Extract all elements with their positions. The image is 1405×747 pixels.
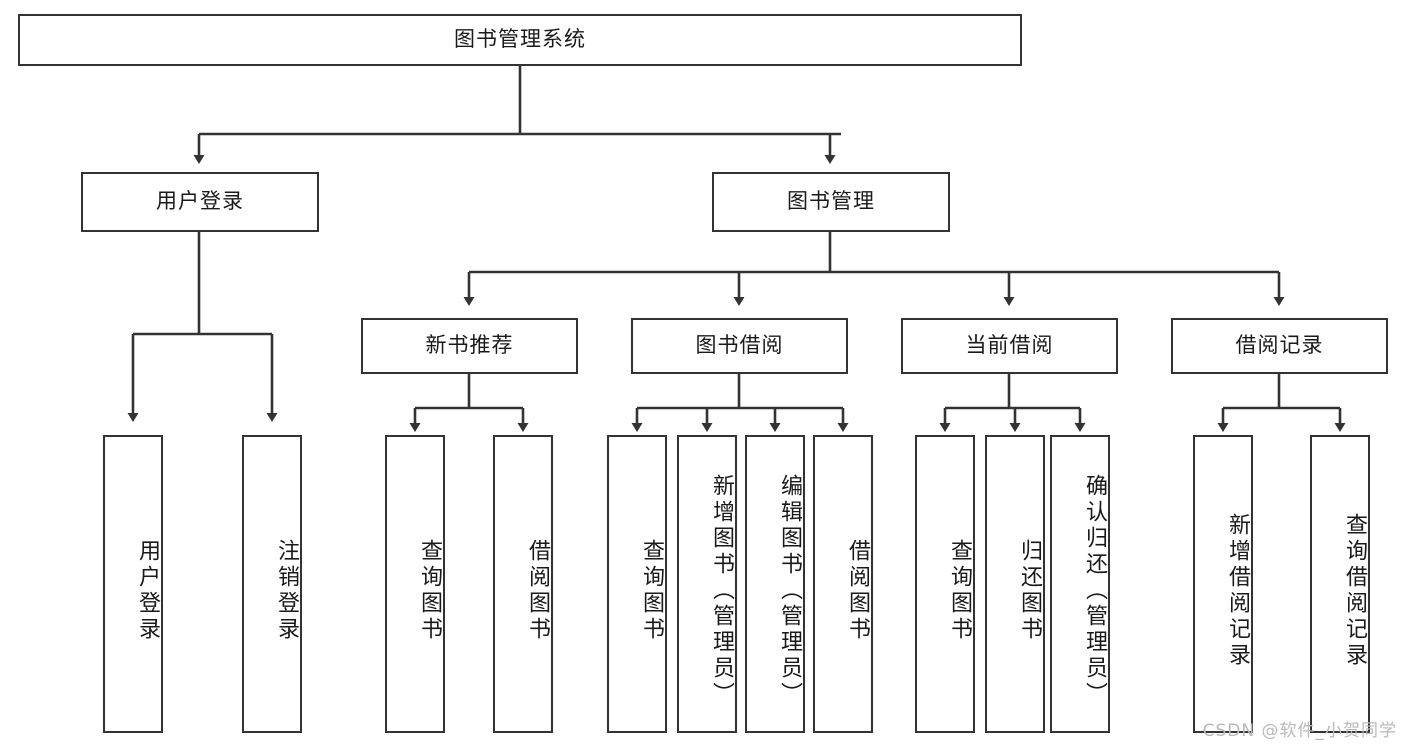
node-book-borrow[interactable]: 图书借阅 [631, 318, 848, 374]
leaf-borrow-book-2[interactable]: 借阅图书 [813, 435, 873, 733]
leaf-user-login-label: 用户登录 [135, 539, 160, 643]
leaf-edit-book-label: 编辑图书（管理员） [777, 474, 802, 708]
leaf-return-book-label: 归还图书 [1017, 539, 1042, 643]
leaf-add-book-label: 新增图书（管理员） [709, 474, 734, 708]
leaf-add-record-label: 新增借阅记录 [1225, 513, 1250, 669]
node-borrow-record[interactable]: 借阅记录 [1171, 318, 1388, 374]
leaf-borrow-book-2-label: 借阅图书 [845, 539, 870, 643]
node-book-manage[interactable]: 图书管理 [712, 172, 950, 232]
leaf-logout-login-label: 注销登录 [274, 539, 299, 643]
leaf-query-record-label: 查询借阅记录 [1342, 513, 1367, 669]
leaf-query-book-2[interactable]: 查询图书 [607, 435, 667, 733]
leaf-query-book-2-label: 查询图书 [639, 539, 664, 643]
node-borrow-record-label: 借阅记录 [1235, 333, 1324, 358]
csdn-watermark: CSDN @软件_小贺同学 [1202, 721, 1397, 741]
node-new-book-recommend-label: 新书推荐 [425, 333, 514, 358]
node-book-manage-label: 图书管理 [787, 189, 875, 214]
leaf-user-login[interactable]: 用户登录 [103, 435, 163, 733]
leaf-logout-login[interactable]: 注销登录 [242, 435, 302, 733]
node-user-login[interactable]: 用户登录 [81, 172, 319, 232]
node-new-book-recommend[interactable]: 新书推荐 [361, 318, 578, 374]
node-user-login-label: 用户登录 [156, 189, 244, 214]
leaf-add-record[interactable]: 新增借阅记录 [1193, 435, 1253, 733]
leaf-confirm-return[interactable]: 确认归还（管理员） [1050, 435, 1110, 733]
node-root[interactable]: 图书管理系统 [18, 14, 1022, 66]
leaf-confirm-return-label: 确认归还（管理员） [1082, 474, 1107, 708]
leaf-add-book[interactable]: 新增图书（管理员） [677, 435, 737, 733]
leaf-edit-book[interactable]: 编辑图书（管理员） [745, 435, 805, 733]
leaf-borrow-book-1-label: 借阅图书 [525, 539, 550, 643]
leaf-query-book-1-label: 查询图书 [417, 539, 442, 643]
leaf-return-book[interactable]: 归还图书 [985, 435, 1045, 733]
leaf-query-book-3[interactable]: 查询图书 [915, 435, 975, 733]
leaf-query-book-3-label: 查询图书 [947, 539, 972, 643]
leaf-query-book-1[interactable]: 查询图书 [385, 435, 445, 733]
leaf-borrow-book-1[interactable]: 借阅图书 [493, 435, 553, 733]
node-book-borrow-label: 图书借阅 [695, 333, 784, 358]
node-current-borrow[interactable]: 当前借阅 [901, 318, 1118, 374]
node-root-label: 图书管理系统 [454, 27, 586, 52]
leaf-query-record[interactable]: 查询借阅记录 [1310, 435, 1370, 733]
node-current-borrow-label: 当前借阅 [965, 333, 1054, 358]
